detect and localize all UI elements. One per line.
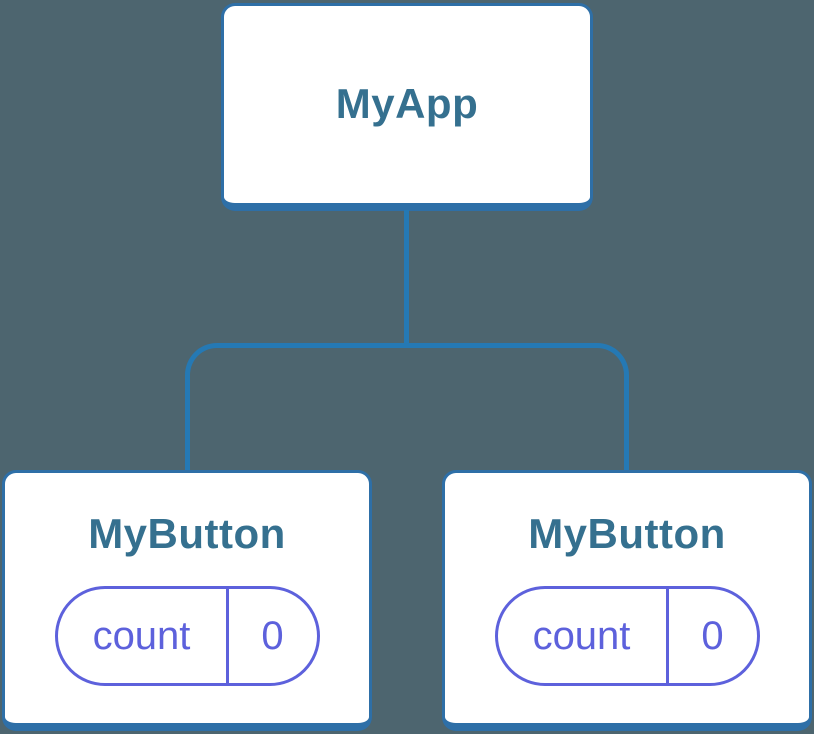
state-pill-right: count 0 — [494, 586, 760, 687]
component-label-root: MyApp — [335, 80, 479, 128]
state-value-right: 0 — [701, 613, 724, 658]
state-pill-left: count 0 — [54, 586, 320, 687]
component-label-child-left: MyButton — [88, 509, 286, 557]
state-key-left: count — [58, 589, 229, 684]
component-label-child-right: MyButton — [528, 509, 726, 557]
component-node-child-right: MyButton count 0 — [442, 470, 812, 731]
connector-branch-bracket — [185, 343, 629, 472]
state-value-left: 0 — [261, 613, 284, 658]
state-key-right: count — [498, 589, 669, 684]
component-node-root: MyApp — [221, 3, 593, 211]
connector-trunk-line — [404, 210, 409, 347]
component-node-child-left: MyButton count 0 — [2, 470, 372, 731]
